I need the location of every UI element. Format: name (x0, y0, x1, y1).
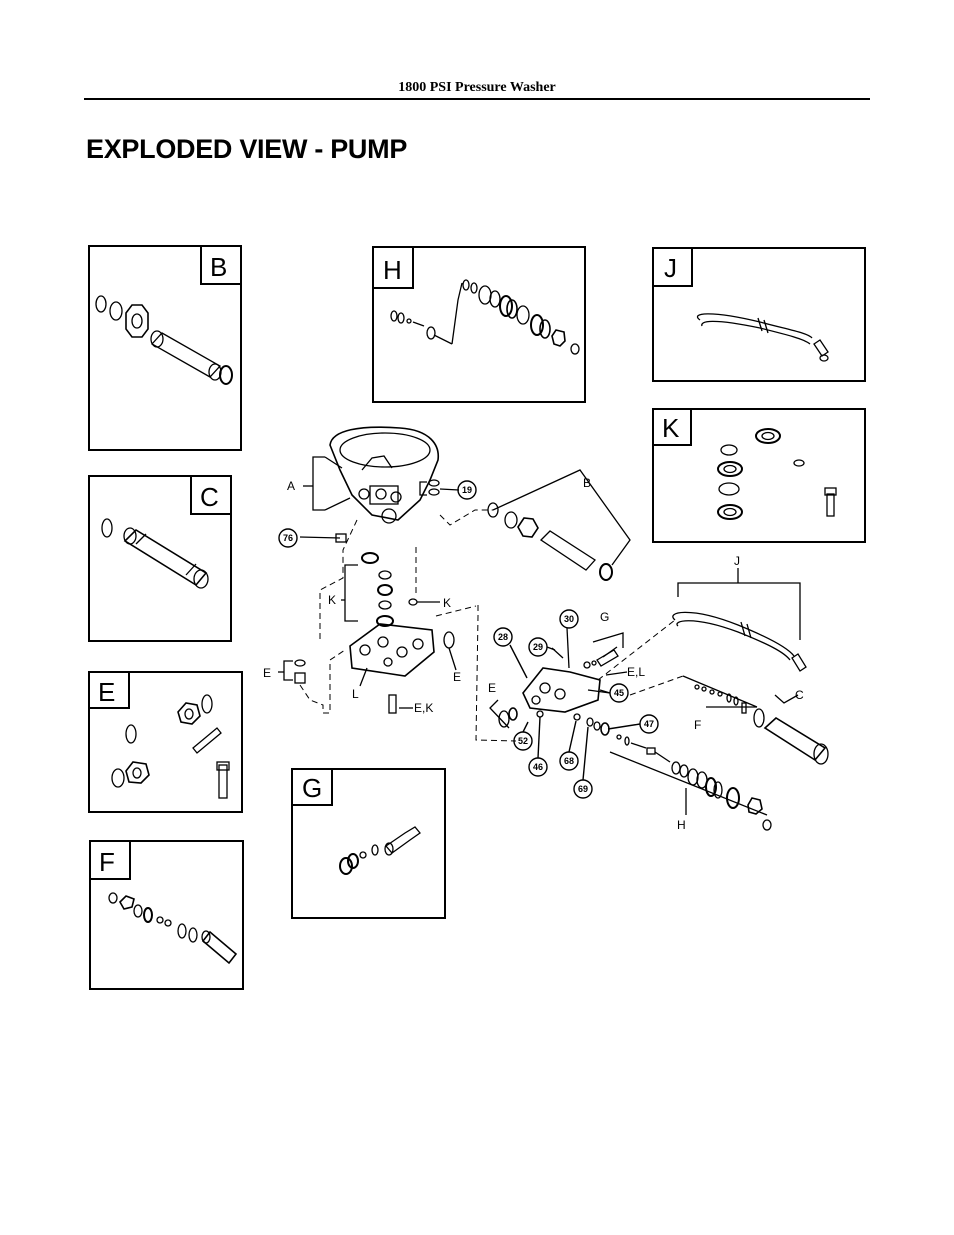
callout-e-left: E (263, 666, 271, 680)
detail-box-k (652, 408, 866, 543)
part-19: 19 (462, 485, 472, 495)
detail-box-b (88, 245, 242, 451)
part-69: 69 (578, 784, 588, 794)
callout-k-right: K (443, 596, 451, 610)
box-letter-h: H (383, 255, 402, 285)
callout-el: E,L (627, 665, 645, 679)
callout-f: F (694, 718, 701, 732)
part-68: 68 (564, 756, 574, 766)
detail-box-e (88, 671, 243, 813)
callout-g: G (600, 610, 609, 624)
part-52: 52 (518, 736, 528, 746)
part-76: 76 (283, 533, 293, 543)
head-assembly (489, 568, 829, 831)
running-header: 1800 PSI Pressure Washer (398, 80, 556, 95)
part-46: 46 (533, 762, 543, 772)
box-letter-j: J (664, 253, 677, 283)
callout-e-head: E (488, 681, 496, 695)
detail-box-c (88, 475, 232, 642)
part-number-circles (278, 480, 659, 799)
b-exploded-parts (487, 469, 631, 581)
part-28: 28 (498, 632, 508, 642)
detail-box-g (291, 768, 446, 919)
detail-box-j (652, 247, 866, 382)
box-letter-f: F (99, 847, 115, 877)
callout-a: A (287, 479, 295, 493)
callout-l: L (352, 687, 359, 701)
page-title: EXPLODED VIEW - PUMP (86, 134, 408, 164)
callout-k-left: K (328, 593, 336, 607)
callout-ek: E,K (414, 701, 433, 715)
callout-e-manifold: E (453, 670, 461, 684)
part-45: 45 (614, 688, 624, 698)
manifold-l (278, 623, 457, 714)
dashed-leaders (299, 509, 684, 742)
callout-h: H (677, 818, 686, 832)
part-30: 30 (564, 614, 574, 624)
box-letter-c: C (200, 482, 219, 512)
callout-j: J (734, 554, 740, 568)
part-29: 29 (533, 642, 543, 652)
callout-b: B (583, 476, 591, 490)
k-seal-stack (341, 552, 440, 627)
box-letter-g: G (302, 773, 322, 803)
detail-box-f (89, 840, 244, 990)
header-rule (84, 98, 870, 100)
pump-assembly (299, 426, 460, 543)
detail-box-h (372, 246, 586, 403)
box-letter-e: E (98, 677, 115, 707)
box-letter-b: B (210, 252, 227, 282)
box-letter-k: K (662, 413, 680, 443)
callout-c: C (795, 688, 804, 702)
part-47: 47 (644, 719, 654, 729)
